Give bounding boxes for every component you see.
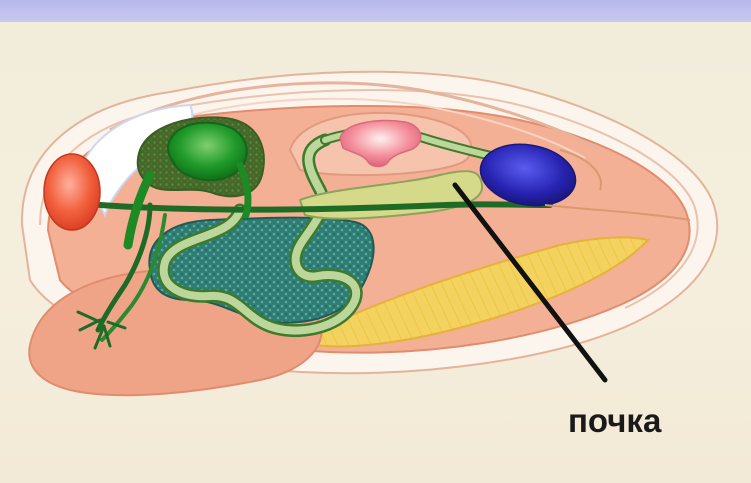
cerebral-ganglion bbox=[168, 123, 247, 181]
kidney-label: почка bbox=[568, 402, 662, 439]
anterior-adductor bbox=[44, 154, 100, 230]
